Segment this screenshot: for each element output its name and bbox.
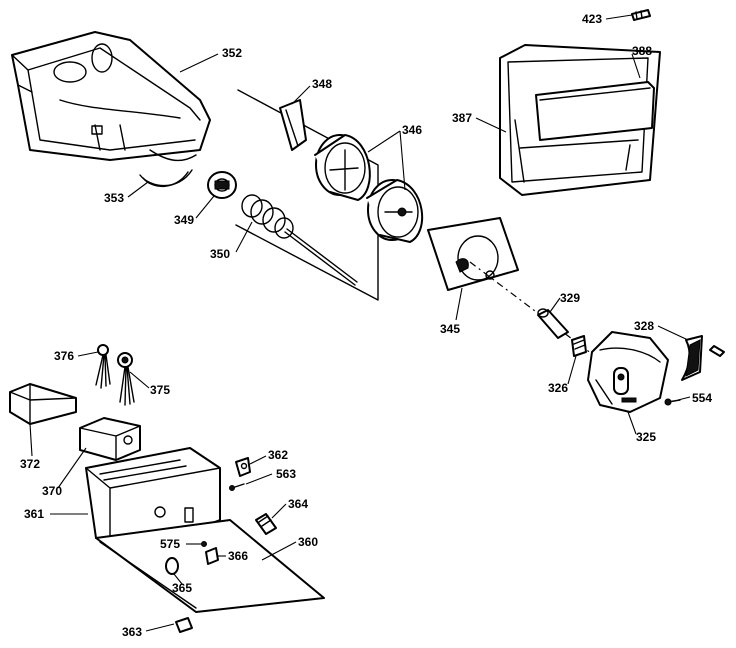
- callout-575: 575: [160, 537, 180, 551]
- part-clip-366: [205, 547, 219, 565]
- callout-423: 423: [582, 12, 602, 26]
- callout-353: 353: [104, 191, 124, 205]
- part-auger-spring: [241, 194, 358, 286]
- callout-387: 387: [452, 111, 472, 125]
- callout-325: 325: [636, 430, 656, 444]
- part-screw-423: [631, 9, 651, 21]
- part-shaft: [537, 308, 569, 339]
- part-cam: [681, 335, 725, 381]
- part-connector-364: [255, 513, 277, 535]
- callout-563: 563: [276, 467, 296, 481]
- callout-350: 350: [210, 247, 230, 261]
- callout-364: 364: [288, 497, 308, 511]
- part-wire-harness-375: [117, 352, 135, 406]
- callout-388: 388: [632, 44, 652, 58]
- callout-361: 361: [24, 507, 44, 521]
- callout-363: 363: [122, 625, 142, 639]
- part-screw-575: [201, 541, 207, 547]
- part-housing-plate: [427, 217, 519, 291]
- callout-352: 352: [222, 46, 242, 60]
- part-relay: [79, 417, 141, 461]
- callout-365: 365: [172, 581, 192, 595]
- callout-360: 360: [298, 535, 318, 549]
- part-clip-363: [175, 617, 193, 633]
- callout-366: 366: [228, 549, 248, 563]
- part-base-plate: [95, 519, 325, 613]
- callout-labels: 352 353 349 350 348 346 423 388 387 345 …: [20, 12, 712, 639]
- part-wire-harness-376: [95, 344, 111, 389]
- part-blade: [279, 99, 307, 151]
- part-clip-362: [235, 457, 251, 477]
- callout-370: 370: [42, 484, 62, 498]
- part-drive-coupling: [207, 171, 237, 199]
- callout-348: 348: [312, 77, 332, 91]
- part-ice-bucket: [11, 31, 211, 162]
- callout-349: 349: [174, 213, 194, 227]
- part-door-assembly: [499, 44, 661, 196]
- callout-345: 345: [440, 322, 460, 336]
- part-cutter-housings: [314, 134, 424, 243]
- callout-362: 362: [268, 448, 288, 462]
- part-control-box: [85, 447, 221, 547]
- part-motor-housing: [587, 331, 669, 413]
- part-screw-563: [229, 483, 245, 491]
- callout-326: 326: [548, 381, 568, 395]
- callout-554: 554: [692, 391, 712, 405]
- leader-lines: [29, 14, 691, 632]
- callout-375: 375: [150, 383, 170, 397]
- part-screw-554: [664, 398, 681, 406]
- callout-346: 346: [402, 123, 422, 137]
- callout-328: 328: [634, 319, 654, 333]
- part-knob-365: [165, 557, 179, 575]
- part-cover: [9, 383, 77, 425]
- callout-329: 329: [560, 291, 580, 305]
- callout-372: 372: [20, 457, 40, 471]
- callout-376: 376: [54, 349, 74, 363]
